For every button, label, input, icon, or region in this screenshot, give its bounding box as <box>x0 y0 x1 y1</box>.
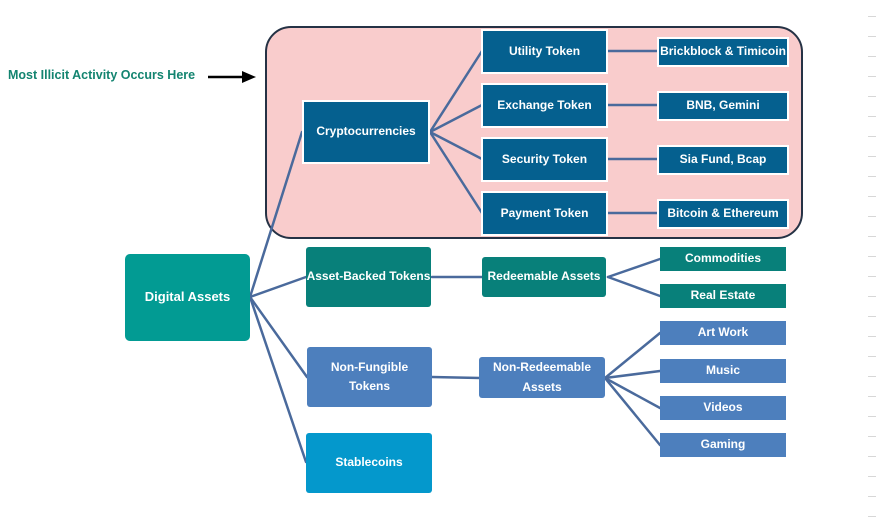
link-redeemable-commodities <box>606 257 662 279</box>
node-non-fungible-tokens: Non-Fungible Tokens <box>307 347 432 407</box>
node-security-token: Security Token <box>481 137 608 182</box>
link-crypto-security <box>428 130 484 161</box>
node-gaming: Gaming <box>660 433 786 457</box>
node-stablecoins: Stablecoins <box>306 433 432 493</box>
node-payment-token: Payment Token <box>481 191 608 236</box>
annotation-label: Most Illicit Activity Occurs Here <box>8 68 196 82</box>
node-utility-examples: Brickblock & Timicoin <box>657 37 789 67</box>
link-root-crypto <box>248 130 304 299</box>
node-security-examples: Sia Fund, Bcap <box>657 145 789 175</box>
node-cryptocurrencies: Cryptocurrencies <box>302 100 430 164</box>
right-arrow-icon <box>208 71 256 83</box>
page-edge-ruler <box>868 0 882 532</box>
link-root-assetbacked <box>248 275 308 299</box>
link-redeemable-realestate <box>606 275 662 298</box>
node-redeemable-assets: Redeemable Assets <box>482 257 606 297</box>
node-art-work: Art Work <box>660 321 786 345</box>
node-music: Music <box>660 359 786 383</box>
link-root-stablecoins <box>248 295 308 464</box>
node-exchange-examples: BNB, Gemini <box>657 91 789 121</box>
link-nonredeemable-gaming <box>603 376 662 447</box>
node-non-redeemable-assets: Non-Redeemable Assets <box>479 357 605 398</box>
link-crypto-exchange <box>428 103 484 134</box>
node-videos: Videos <box>660 396 786 420</box>
link-nonredeemable-videos <box>603 376 662 410</box>
link-nonredeemable-music <box>603 369 662 380</box>
node-utility-token: Utility Token <box>481 29 608 74</box>
link-root-nft <box>248 295 309 379</box>
node-payment-examples: Bitcoin & Ethereum <box>657 199 789 229</box>
link-crypto-payment <box>428 130 484 215</box>
node-real-estate: Real Estate <box>660 284 786 308</box>
link-crypto-utility <box>428 49 484 134</box>
node-exchange-token: Exchange Token <box>481 83 608 128</box>
node-digital-assets: Digital Assets <box>125 254 250 341</box>
node-commodities: Commodities <box>660 247 786 271</box>
link-nonredeemable-artwork <box>603 331 662 380</box>
node-asset-backed-tokens: Asset-Backed Tokens <box>306 247 431 307</box>
link-nft-nonredeemable <box>430 375 482 380</box>
